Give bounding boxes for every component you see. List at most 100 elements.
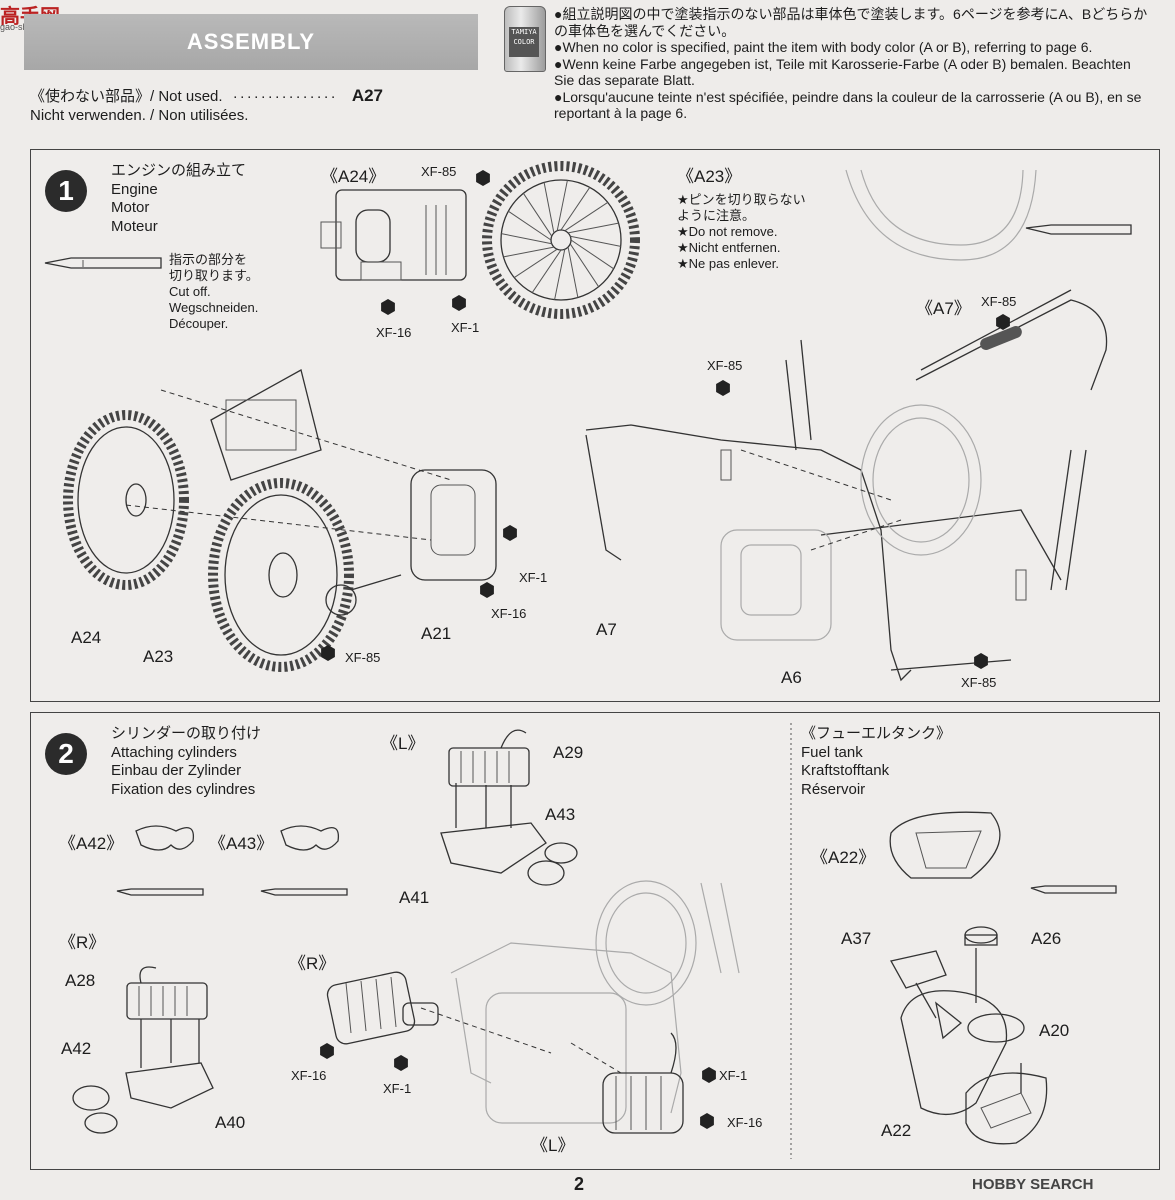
wheel-spoke (570, 235, 621, 247)
tank-body-drawing (900, 990, 1025, 1115)
step-1-panel: 1 エンジンの組み立て Engine Motor Moteur 指示の部分を 切… (30, 149, 1160, 702)
paint-marker-icon (716, 380, 730, 396)
paint-marker-icon (381, 299, 395, 315)
a23-note: ★ピンを切り取らない ように注意。 ★Do not remove. ★Nicht… (677, 192, 806, 272)
step-1-title-de: Motor (111, 199, 150, 216)
step-2-title-de: Einbau der Zylinder (111, 762, 242, 779)
wheel-spoke (567, 247, 579, 298)
wheel-top-drawing (482, 161, 640, 319)
wheel-a23-ghost (845, 169, 1132, 261)
part-a28-label: A28 (65, 971, 96, 990)
part-a43-label: A43 (545, 805, 576, 824)
part-a26-label: A26 (1031, 929, 1062, 948)
step-2-title-jp: シリンダーの取り付け (111, 725, 262, 742)
knife-icon-a43 (260, 888, 348, 896)
step-2-title-en: Attaching cylinders (111, 743, 237, 761)
tank-a37-cap-drawing (890, 950, 947, 989)
paint-marker-icon (503, 525, 517, 541)
sub-l-top-label: 《L》 (381, 734, 425, 753)
not-used-part: A27 (351, 86, 384, 105)
not-used-note: 《使わない部品》/ Not used. ··············· A27 … (30, 86, 383, 125)
wheel-spoke (554, 249, 566, 300)
step-1-title-jp: エンジンの組み立て (111, 162, 247, 179)
wheel-spoke (501, 233, 552, 245)
wheel-ghost-drawing (860, 404, 982, 556)
hobby-search-watermark: HOBBY SEARCH (972, 1176, 1094, 1193)
note-jp: ●組立説明図の中で塗装指示のない部品は車体色で塗装します。6ページを参考にA、B… (554, 6, 1148, 39)
part-a24-label: A24 (71, 628, 102, 647)
cylinder-l-drawing (602, 1032, 684, 1134)
part-a6-label: A6 (781, 668, 802, 687)
part-a22-label: A22 (881, 1121, 912, 1140)
a23-note-jp1: ★ピンを切り取らない (677, 192, 806, 207)
not-used-dots: ··············· (232, 88, 338, 105)
fuel-tank-title-jp: 《フューエルタンク》 (801, 725, 952, 742)
engine-a21-drawing (325, 469, 497, 616)
not-used-label-de-fr: Nicht verwenden. / Non utilisées. (30, 107, 249, 124)
wheel-spoke (570, 239, 614, 270)
step-1-number: 1 (45, 170, 87, 212)
paint-xf85-frame: XF-85 (707, 358, 743, 373)
paint-marker-icon (702, 1067, 716, 1083)
step-2-illustration (72, 723, 1117, 1159)
assembly-banner: ASSEMBLY (24, 14, 478, 70)
cut-note-de: Wegschneiden. (169, 300, 259, 315)
sub-a43-label: 《A43》 (209, 834, 274, 853)
part-a20-label: A20 (1039, 1021, 1070, 1040)
hub-bracket-drawing (210, 369, 322, 481)
wheel-spoke (564, 201, 608, 232)
paint-marker-icon (394, 1055, 408, 1071)
fuel-tank-title-de: Kraftstofftank (801, 762, 890, 779)
paint-xf16-a21: XF-16 (491, 606, 527, 621)
part-a7-label: A7 (596, 620, 617, 639)
paint-marker-icon (480, 582, 494, 598)
clip-a42-drawing (135, 825, 195, 851)
not-used-label: 《使わない部品》/ Not used. (30, 88, 223, 105)
sub-a22-label: 《A22》 (811, 848, 876, 867)
step-1-illustration (44, 161, 1132, 682)
tank-a22-cover-drawing (889, 811, 1001, 879)
a23-note-en: ★Do not remove. (677, 224, 778, 239)
knife-icon (44, 257, 162, 269)
tank-a20-base-drawing (965, 1072, 1048, 1145)
paint-xf85-a24: XF-85 (421, 164, 457, 179)
paint-marker-icon (996, 314, 1010, 330)
part-a42-label: A42 (61, 1039, 92, 1058)
step-1-title-en: Engine (111, 180, 158, 198)
a23-note-jp2: ように注意。 (677, 208, 756, 223)
paint-marker-icon (476, 170, 490, 186)
cylinder-a28-drawing (126, 966, 208, 1020)
wheel-a23-drawing (208, 478, 354, 672)
sub-a24-label: 《A24》 (321, 167, 386, 186)
note-en: ●When no color is specified, paint the i… (554, 39, 1093, 55)
wheel-spoke (508, 210, 552, 241)
paint-xf1-a24: XF-1 (451, 320, 480, 335)
sub-r-center-label: 《R》 (289, 954, 336, 973)
paint-can-label: TAMIYA COLOR (509, 27, 539, 57)
part-a23-label: A23 (143, 647, 174, 666)
paint-xf1-l: XF-1 (719, 1068, 748, 1083)
paint-can-icon: TAMIYA COLOR (504, 6, 546, 72)
paint-marker-icon (974, 653, 988, 669)
base-a40-drawing (72, 1062, 214, 1134)
clip-a43-drawing (280, 825, 340, 851)
part-a41-label: A41 (399, 888, 430, 907)
step-1-title-fr: Moteur (111, 217, 158, 235)
sub-a23-label: 《A23》 (677, 167, 742, 186)
part-a40-label: A40 (215, 1113, 246, 1132)
cylinder-a29-drawing (448, 729, 530, 787)
paint-xf16-l: XF-16 (727, 1115, 763, 1130)
engine-ghost-drawing (720, 529, 832, 641)
a23-note-de: ★Nicht entfernen. (677, 240, 781, 255)
sub-a42-label: 《A42》 (59, 834, 124, 853)
paint-xf1-r: XF-1 (383, 1081, 412, 1096)
sub-l-bottom-label: 《L》 (531, 1136, 575, 1155)
wheel-spoke (568, 222, 619, 234)
sub-a7-label: 《A7》 (916, 299, 971, 318)
base-a41-drawing (440, 822, 578, 886)
wheel-spoke (503, 246, 554, 258)
step-2-title-fr: Fixation des cylindres (111, 780, 256, 798)
paint-marker-icon (321, 645, 335, 661)
paint-marker-icon (700, 1113, 714, 1129)
paint-xf85-a7: XF-85 (981, 294, 1017, 309)
